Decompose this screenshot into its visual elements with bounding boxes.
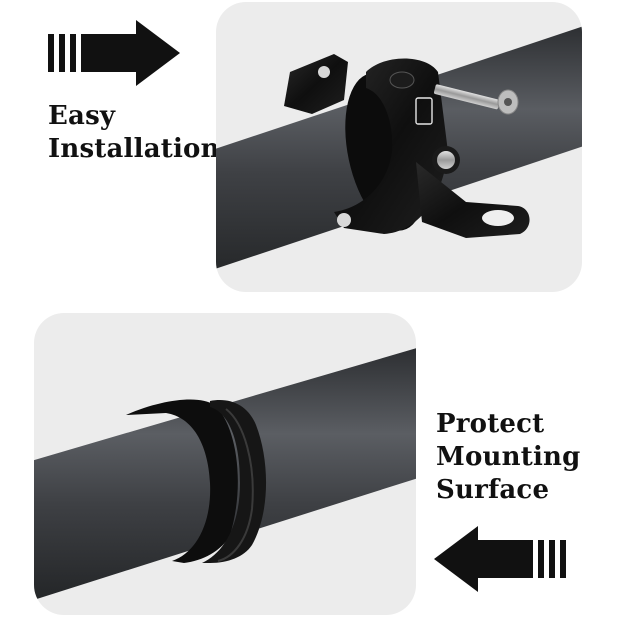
caption-line: Surface	[436, 475, 550, 505]
right-arrow-icon	[48, 20, 180, 86]
caption-line: Mounting	[436, 442, 581, 472]
product-image-protection	[34, 313, 416, 615]
left-arrow-icon	[434, 526, 566, 592]
caption-line: Installation	[48, 134, 220, 164]
product-image-installation	[216, 2, 582, 292]
tube-with-mount-illustration	[216, 26, 582, 269]
caption-line: Protect	[436, 409, 545, 439]
caption-line: Easy	[48, 101, 116, 131]
caption-easy-installation: Easy Installation	[48, 100, 220, 166]
tube-with-rubber-ring-illustration	[34, 348, 416, 600]
caption-protect-mounting-surface: Protect Mounting Surface	[436, 408, 581, 507]
